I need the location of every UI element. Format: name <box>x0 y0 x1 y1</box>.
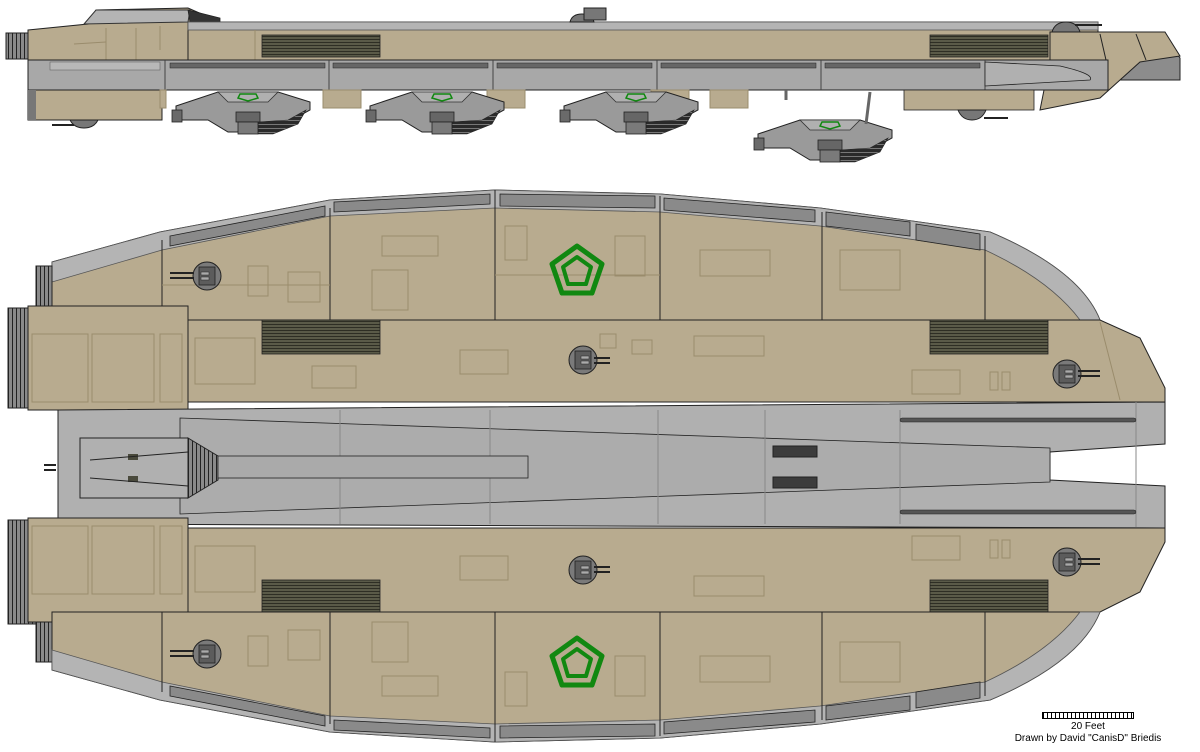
docked-craft-4-deploying <box>753 119 893 163</box>
top-turret-3 <box>1052 359 1100 389</box>
launch-bay <box>79 437 189 499</box>
bay-fins <box>187 437 219 499</box>
docked-craft-1 <box>171 91 311 135</box>
rail-lower <box>899 509 1137 515</box>
rail-upper <box>899 417 1137 423</box>
side-turret-top-2 <box>1051 21 1102 33</box>
side-turret-bottom-1 <box>52 119 99 129</box>
top-turret-2 <box>568 345 610 375</box>
top-turret-1 <box>170 261 222 291</box>
top-vent-1 <box>261 319 381 355</box>
hatch-1 <box>772 445 818 458</box>
top-view <box>7 189 1166 743</box>
rear-block-lower <box>27 517 189 623</box>
side-vent-1 <box>261 34 381 58</box>
artist-credit: Drawn by David "CanisD" Briedis <box>1014 733 1162 744</box>
top-vent-4 <box>929 579 1049 615</box>
side-turret-bottom-2 <box>957 109 1008 121</box>
hatch-2 <box>772 476 818 489</box>
lower-rear-block <box>27 89 163 121</box>
scale-bar <box>1042 712 1134 719</box>
credits-block: 20 Feet Drawn by David "CanisD" Briedis <box>988 712 1188 745</box>
rear-canopy <box>82 9 191 25</box>
top-turret-6 <box>170 639 222 669</box>
top-vent-3 <box>261 579 381 615</box>
top-turret-5 <box>1052 547 1100 577</box>
docked-craft-2 <box>365 91 505 135</box>
side-vent-2 <box>929 34 1049 58</box>
docking-arm <box>864 91 872 125</box>
docked-craft-3 <box>559 91 699 135</box>
side-view <box>5 7 1181 163</box>
top-vent-2 <box>929 319 1049 355</box>
lower-block <box>322 89 362 109</box>
rear-block-upper <box>27 305 189 411</box>
scale-label: 20 Feet <box>1071 721 1105 732</box>
engine-fins-upper <box>5 32 29 60</box>
side-turret-top-1 <box>569 7 607 23</box>
top-turret-4 <box>568 555 610 585</box>
